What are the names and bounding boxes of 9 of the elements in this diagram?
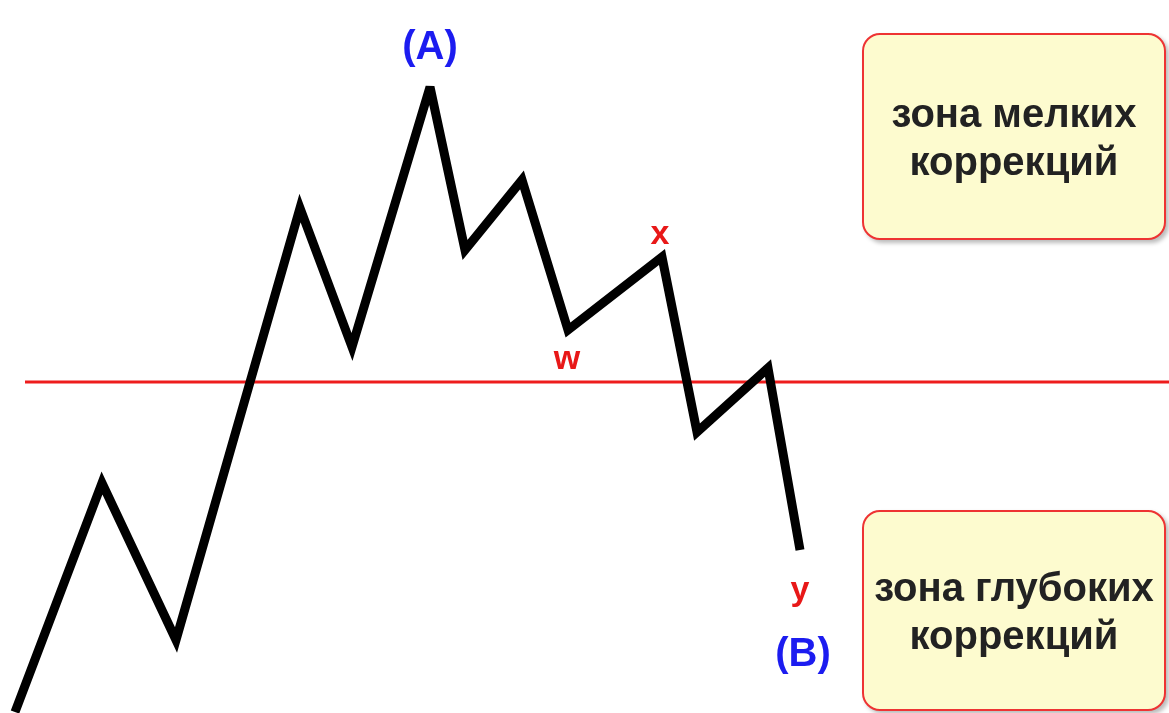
zone-label: зона мелких коррекций	[890, 89, 1138, 185]
wave-label: (A)	[402, 25, 458, 65]
zone-label: зона глубоких коррекций	[873, 563, 1155, 659]
point-label: y	[790, 571, 810, 605]
zone-box	[862, 33, 1166, 240]
wave-label: (B)	[775, 632, 831, 672]
point-label: w	[553, 340, 581, 374]
point-label: x	[650, 215, 670, 249]
zone-box	[862, 510, 1166, 711]
